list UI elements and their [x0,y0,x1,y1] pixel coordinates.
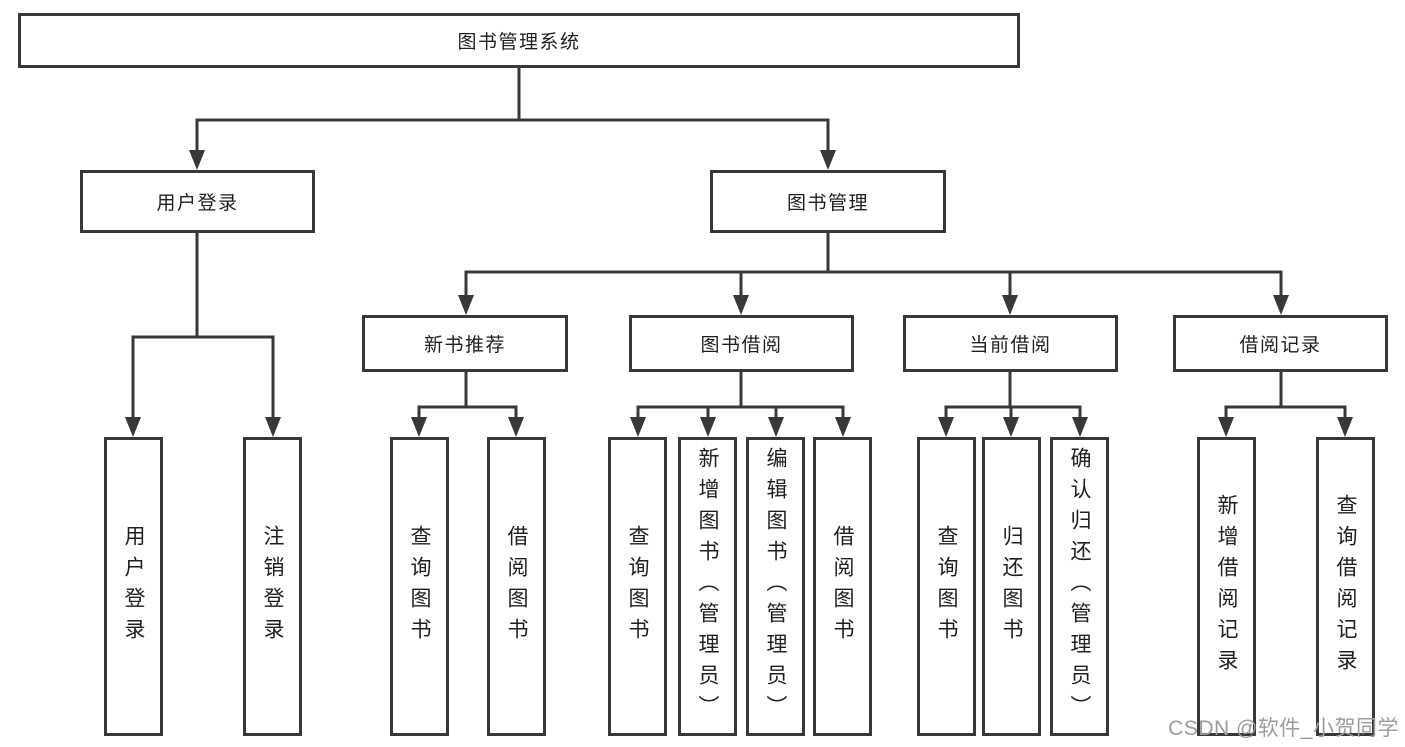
node-label: 查询图书 [626,524,649,649]
node-label: 查询图书 [935,524,958,649]
node-label: 编辑图书（管理员） [764,447,787,726]
arrowhead [835,417,851,437]
node-label: 注销登录 [261,524,284,649]
arrowhead [508,417,524,437]
arrowhead [458,295,474,315]
edge-book-borrow-to-leaves [636,370,845,422]
leaf-confirm-return-admin: 确认归还（管理员） [1050,437,1109,736]
edge-root-to-level2 [195,66,830,155]
arrowhead [1002,295,1018,315]
node-root-system: 图书管理系统 [18,13,1020,68]
leaf-edit-books-admin: 编辑图书（管理员） [746,437,805,736]
node-label: 查询借阅记录 [1334,493,1357,680]
leaf-query-books-recommend: 查询图书 [390,437,449,736]
node-label: 图书管理系统 [457,32,581,53]
arrowhead [1273,295,1289,315]
edge-borrow-records-to-leaves [1224,370,1347,422]
arrowhead [125,417,141,437]
edge-user-login-to-leaves [131,231,275,422]
node-user-login: 用户登录 [80,170,315,233]
edge-current-borrow-to-leaves [944,370,1082,422]
node-label: 当前借阅 [969,335,1052,356]
leaf-logout: 注销登录 [243,437,302,736]
arrowhead [265,417,281,437]
leaf-return-books: 归还图书 [982,437,1041,736]
leaf-query-borrow-record: 查询借阅记录 [1316,437,1375,736]
leaf-add-books-admin: 新增图书（管理员） [678,437,737,736]
node-current-borrowing: 当前借阅 [903,315,1118,372]
arrowhead [411,417,427,437]
node-label: 用户登录 [156,193,239,214]
edge-book-mgmt-to-modules [464,231,1283,300]
node-label: 用户登录 [122,524,145,649]
arrowhead [189,150,205,170]
node-label: 新增借阅记录 [1215,493,1238,680]
node-new-book-recommendation: 新书推荐 [362,315,568,372]
node-label: 归还图书 [1000,524,1023,649]
node-label: 借阅记录 [1239,335,1322,356]
arrowhead [1072,417,1088,437]
leaf-query-books-borrow: 查询图书 [608,437,667,736]
node-label: 查询图书 [408,524,431,649]
leaf-borrow-books-recommend: 借阅图书 [487,437,546,736]
csdn-watermark: CSDN @软件_小贺同学 [1168,717,1399,740]
arrowhead [1337,417,1353,437]
node-borrowing-records: 借阅记录 [1173,315,1388,372]
arrowhead [700,417,716,437]
leaf-query-books-current: 查询图书 [917,437,976,736]
arrowhead [820,150,836,170]
leaf-borrow-books: 借阅图书 [813,437,872,736]
arrowhead [630,417,646,437]
edge-new-book-rec-to-leaves [417,370,518,422]
node-label: 图书管理 [786,193,869,214]
arrowhead [1003,417,1019,437]
node-label: 借阅图书 [505,524,528,649]
arrowhead [733,295,749,315]
node-book-management: 图书管理 [710,170,946,233]
leaf-user-login: 用户登录 [104,437,163,736]
node-book-borrowing: 图书借阅 [629,315,854,372]
leaf-add-borrow-record: 新增借阅记录 [1197,437,1256,736]
node-label: 新书推荐 [423,335,506,356]
node-label: 图书借阅 [700,335,783,356]
arrowhead [1218,417,1234,437]
node-label: 借阅图书 [831,524,854,649]
node-label: 新增图书（管理员） [696,447,719,726]
node-label: 确认归还（管理员） [1068,447,1091,726]
arrowhead [938,417,954,437]
arrowhead [768,417,784,437]
